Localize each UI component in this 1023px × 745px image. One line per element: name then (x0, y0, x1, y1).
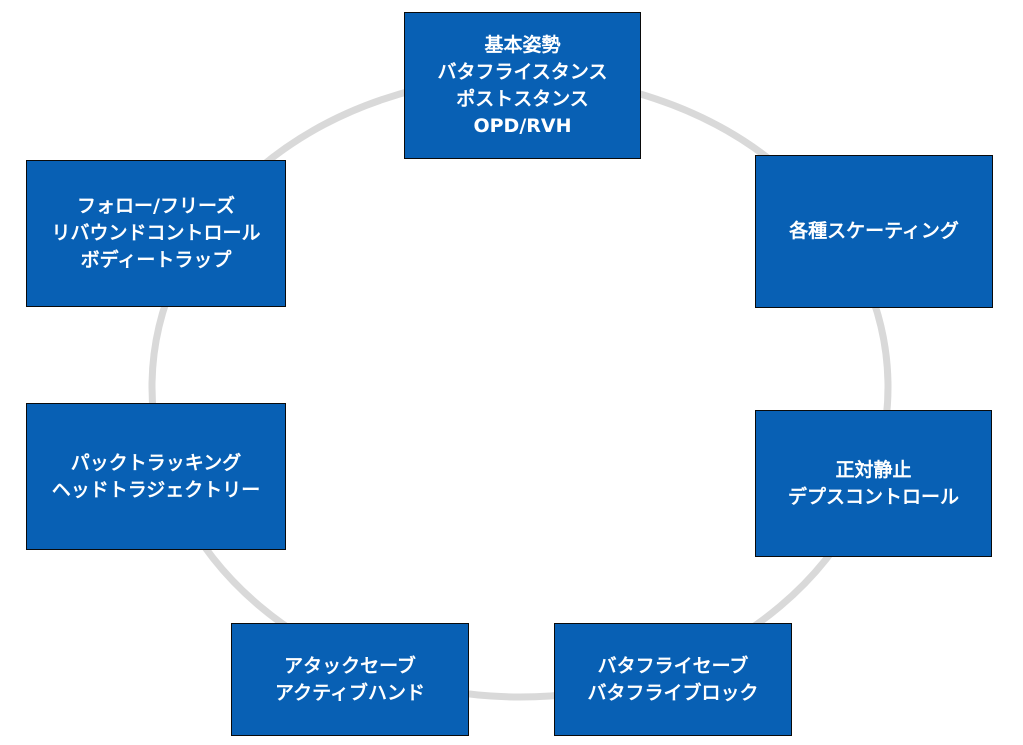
node-rebound-control: フォロー/フリーズ リバウンドコントロール ボディートラップ (26, 160, 286, 307)
node-line: OPD/RVH (473, 114, 572, 137)
node-attack-save: アタックセーブ アクティブハンド (231, 623, 469, 736)
node-skating: 各種スケーティング (755, 155, 993, 308)
node-puck-tracking: パックトラッキング ヘッドトラジェクトリー (26, 403, 286, 550)
node-set-depth: 正対静止 デプスコントロール (755, 410, 992, 557)
node-line: ポストスタンス (456, 87, 589, 110)
node-line: アタックセーブ (284, 654, 416, 677)
node-line: リバウンドコントロール (51, 222, 261, 244)
node-line: アクティブハンド (275, 681, 425, 704)
node-line: 正対静止 (835, 458, 912, 481)
node-line: ヘッドトラジェクトリー (51, 478, 261, 501)
node-line: パックトラッキング (70, 451, 242, 474)
node-line: バタフライスタンス (437, 60, 608, 83)
node-line: フォロー/フリーズ (77, 195, 235, 217)
node-line: 各種スケーティング (789, 220, 959, 242)
node-line: バタフライブロック (587, 681, 759, 704)
node-line: 基本姿勢 (484, 33, 561, 56)
node-line: デプスコントロール (787, 485, 959, 508)
node-line: ボディートラップ (80, 249, 232, 271)
node-line: バタフライセーブ (597, 654, 749, 677)
node-butterfly-save: バタフライセーブ バタフライブロック (554, 623, 792, 736)
node-basic-stance: 基本姿勢 バタフライスタンス ポストスタンス OPD/RVH (404, 12, 641, 159)
